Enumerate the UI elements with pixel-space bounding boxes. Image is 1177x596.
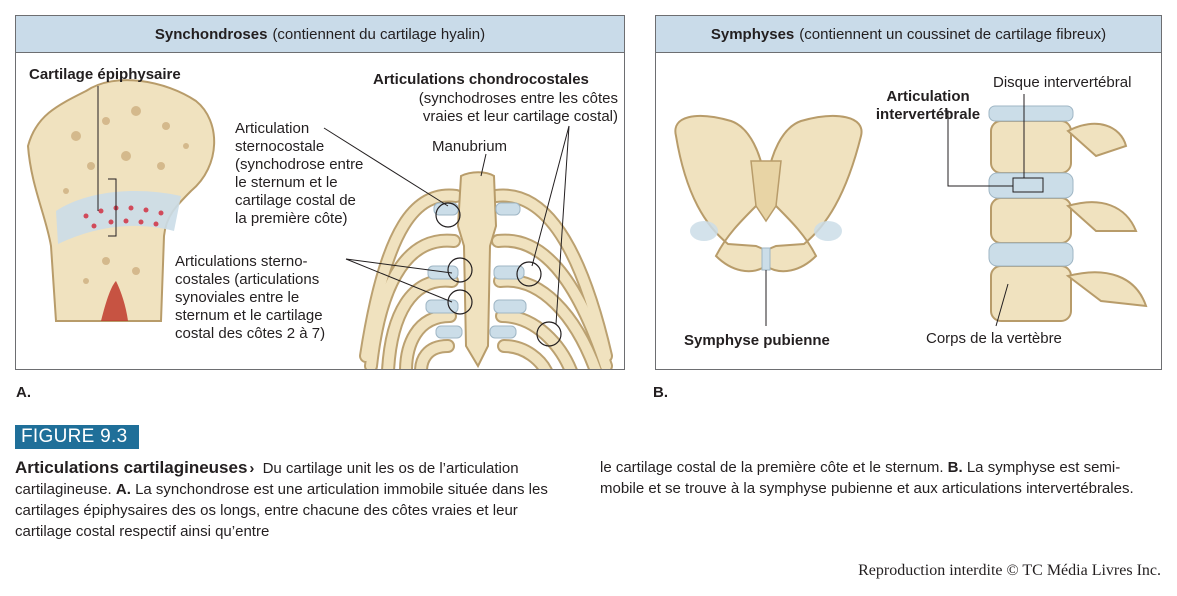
symphyses-header: Symphyses (contiennent un coussinet de c…: [656, 16, 1161, 53]
intervertebral-joint-line-1: Articulation: [886, 88, 970, 105]
chondrocostal-desc-line-1: (synchodroses entre les côtes: [418, 90, 618, 107]
sternocostal-line-1: Articulation: [235, 120, 310, 137]
figure-caption-left: Articulations cartilagineuses› Du cartil…: [15, 457, 575, 542]
figure-title: Articulations cartilagineuses: [15, 458, 248, 477]
intervertebral-joint-line-2: intervertébrale: [875, 106, 981, 123]
synovial-line-4: sternum et le cartilage: [175, 307, 323, 324]
panel-a-letter: A.: [16, 384, 31, 401]
synchondroses-header: Synchondroses (contiennent du cartilage …: [16, 16, 624, 53]
figure-caption-right: le cartilage costal de la première côte …: [600, 457, 1160, 499]
figure-number-badge: FIGURE 9.3: [15, 425, 139, 449]
caption-intro: Du cartilage unit les os de l’articulati…: [15, 460, 519, 498]
sternocostal-line-4: le sternum et le: [235, 174, 338, 191]
symphyses-panel: Symphyses (contiennent un coussinet de c…: [655, 15, 1162, 370]
manubrium-label: Manubrium: [432, 138, 508, 155]
caption-right-body: La symphyse est semi-mobile et se trouve…: [600, 459, 1134, 497]
vertebral-body-label: Corps de la vertèbre: [926, 330, 1062, 347]
intervertebral-disc-label: Disque intervertébral: [993, 74, 1132, 91]
synovial-line-3: synoviales entre le: [175, 289, 300, 306]
sternocostal-line-5: cartilage costal de: [235, 192, 356, 209]
sternocostal-line-2: sternocostale: [235, 138, 325, 155]
epiphyseal-cartilage-label: Cartilage épiphysaire: [29, 66, 181, 83]
synchondroses-panel: Synchondroses (contiennent du cartilage …: [15, 15, 625, 370]
pelvis-illustration: [674, 115, 863, 326]
synovial-line-2: costales (articulations: [175, 271, 320, 288]
copyright-notice: Reproduction interdite © TC Média Livres…: [858, 562, 1161, 579]
chondrocostal-desc: (synchodroses entre les côtes vraies et …: [388, 90, 618, 126]
caption-arrow-icon: ›: [249, 460, 255, 477]
chondrocostal-title: Articulations chondrocostales: [373, 71, 589, 88]
sternocostal-label: Articulation sternocostale (synchodrose …: [235, 120, 363, 228]
humerus-head-illustration: [26, 79, 216, 322]
chondrocostal-desc-line-2: vraies et leur cartilage costal): [422, 108, 618, 125]
symphyses-header-bold: Symphyses: [710, 25, 795, 43]
symphyses-header-rest: (contiennent un coussinet de cartilage f…: [799, 25, 1107, 43]
panel-b-letter: B.: [653, 384, 668, 401]
intervertebral-joint-label: Articulation intervertébrale: [868, 88, 988, 124]
caption-left-body: La synchondrose est une articulation imm…: [15, 481, 548, 540]
rib-cage-illustration: [323, 125, 613, 369]
synovial-line-1: Articulations sterno-: [175, 253, 308, 270]
synchondroses-illustration: [26, 79, 613, 369]
pubic-symphysis-label: Symphyse pubienne: [684, 332, 830, 349]
synchondroses-header-rest: (contiennent du cartilage hyalin): [272, 25, 486, 43]
caption-right-part1: le cartilage costal de la première côte …: [600, 459, 944, 476]
caption-b-marker: B.: [947, 459, 963, 476]
sternocostal-line-3: (synchodrose entre: [235, 156, 364, 173]
sternocostal-line-6: la première côte): [235, 210, 348, 227]
synchondroses-header-bold: Synchondroses: [154, 25, 268, 43]
synovial-line-5: costal des côtes 2 à 7): [175, 325, 326, 342]
synovial-sternocostal-label: Articulations sterno- costales (articula…: [175, 253, 325, 343]
vertebral-column-illustration: [944, 94, 1148, 327]
symphyses-illustration: [674, 94, 1148, 327]
caption-a-marker: A.: [115, 481, 131, 498]
